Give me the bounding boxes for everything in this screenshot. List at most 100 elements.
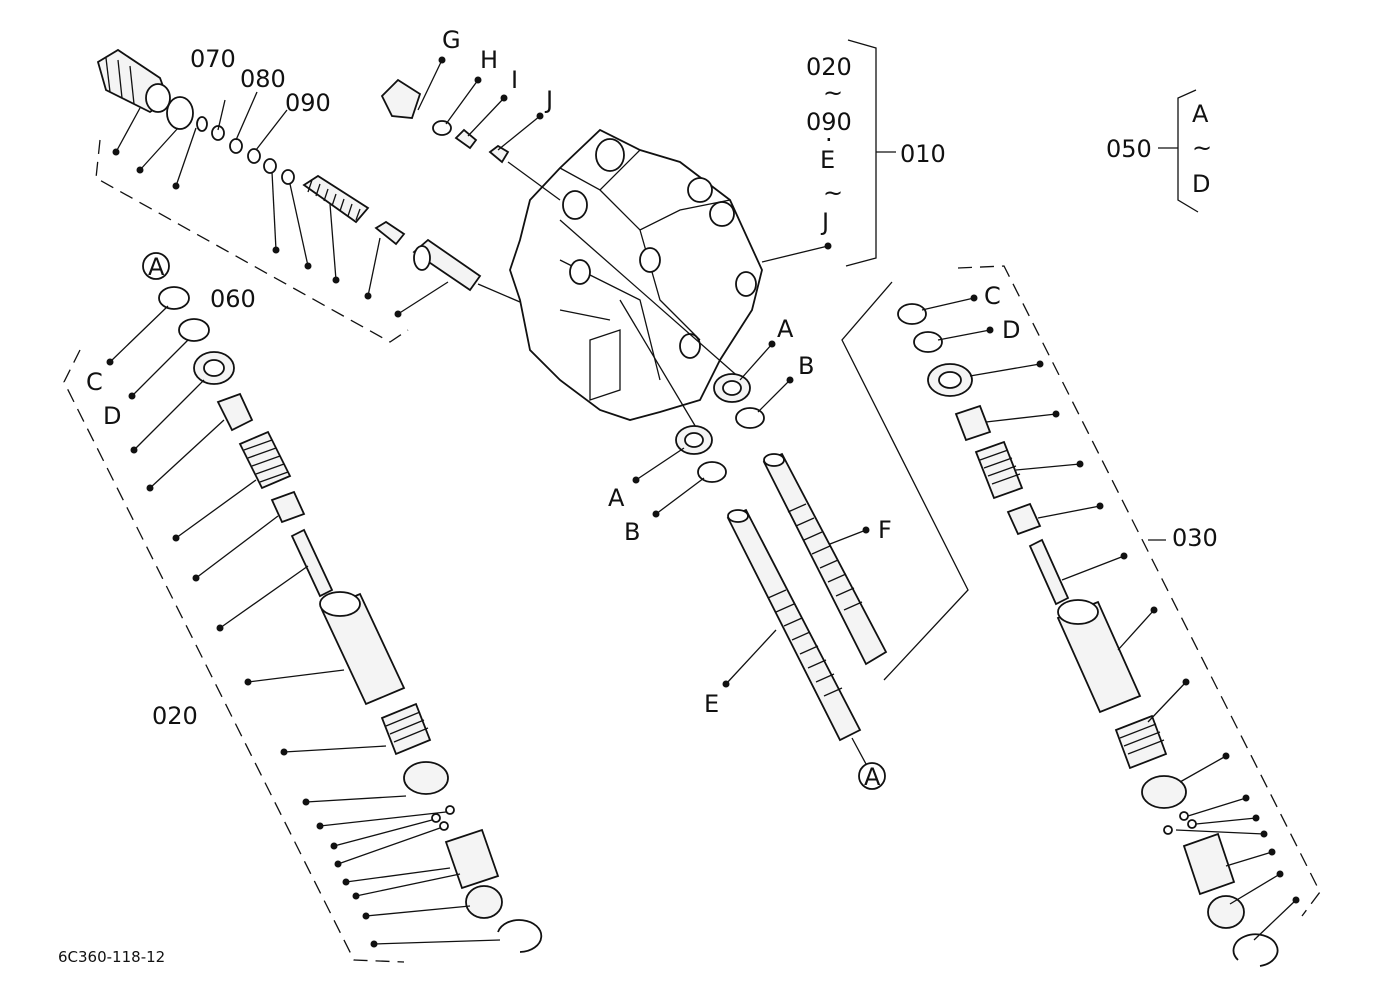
label-left-circle-a: A bbox=[148, 253, 165, 281]
label-mid-f: F bbox=[878, 516, 892, 544]
axis-line-spool-f bbox=[559, 219, 743, 381]
ring-080b bbox=[229, 138, 243, 154]
left-bushing bbox=[216, 392, 254, 432]
seat-a-upper bbox=[713, 373, 751, 403]
label-020: 020 bbox=[152, 702, 198, 730]
callout-circle-a bbox=[142, 252, 170, 280]
plug-group-g-j: G H I J bbox=[380, 26, 553, 164]
spring-i bbox=[454, 128, 478, 150]
label-right-c: C bbox=[984, 282, 1001, 310]
enclosure-spool-f bbox=[841, 281, 969, 681]
axis-line-060 bbox=[477, 283, 521, 303]
ring-090a bbox=[247, 148, 261, 164]
spool-f bbox=[762, 452, 888, 666]
ring-090c bbox=[281, 169, 295, 185]
label-070: 070 bbox=[190, 45, 236, 73]
right-poppet bbox=[1028, 538, 1070, 606]
right-backup-ring-d bbox=[913, 331, 943, 353]
left-ball-3 bbox=[439, 821, 449, 831]
right-seat bbox=[927, 363, 973, 397]
valve-assembly-020: A bbox=[63, 252, 543, 963]
ring-b-lower bbox=[697, 461, 727, 483]
backup-ring-d bbox=[178, 318, 210, 342]
left-cap bbox=[465, 885, 503, 919]
label-grp-e: E bbox=[820, 146, 835, 174]
label-mid-circle-a: A bbox=[864, 763, 881, 791]
plug-nut bbox=[96, 48, 171, 114]
right-snap-ring bbox=[1232, 933, 1279, 967]
label-050: 050 bbox=[1106, 135, 1152, 163]
right-plug bbox=[1182, 832, 1236, 896]
label-grp-dot: · bbox=[825, 126, 833, 154]
label-grp-020: 020 bbox=[806, 53, 852, 81]
relief-valve-group-060: 070 080 090 060 bbox=[95, 45, 482, 343]
left-spring-1 bbox=[238, 430, 292, 490]
left-body-sleeve bbox=[319, 591, 406, 706]
plug-g bbox=[380, 78, 422, 119]
label-080: 080 bbox=[240, 65, 286, 93]
ring-090b bbox=[263, 158, 277, 174]
right-washer bbox=[1141, 775, 1187, 809]
label-050-a: A bbox=[1192, 100, 1209, 128]
label-grp-tilde1: ~ bbox=[823, 79, 843, 107]
label-090: 090 bbox=[285, 89, 331, 117]
label-mid-b1: B bbox=[798, 352, 814, 380]
right-retainer bbox=[1006, 502, 1042, 536]
group-010: 020 ~ 090 · E ~ J 010 bbox=[761, 39, 946, 267]
o-ring-c bbox=[158, 286, 190, 310]
label-left-c: C bbox=[86, 368, 103, 396]
left-poppet bbox=[290, 528, 334, 598]
label-grp-j: J bbox=[820, 208, 829, 236]
spool-e bbox=[726, 508, 862, 742]
left-ball-2 bbox=[431, 813, 441, 823]
label-mid-a2: A bbox=[608, 484, 625, 512]
label-grp-090: 090 bbox=[806, 108, 852, 136]
left-plug bbox=[444, 828, 500, 890]
label-j: J bbox=[544, 86, 553, 114]
label-050-tilde: ~ bbox=[1192, 134, 1212, 162]
seat-a-lower bbox=[675, 425, 713, 455]
o-ring-h bbox=[432, 120, 452, 136]
label-i: I bbox=[511, 66, 518, 94]
label-h: H bbox=[480, 46, 498, 74]
label-010: 010 bbox=[900, 140, 946, 168]
left-ball-1 bbox=[445, 805, 455, 815]
label-grp-tilde2: ~ bbox=[823, 179, 843, 207]
right-bushing bbox=[954, 404, 992, 442]
group-050: 050 A ~ D bbox=[1106, 89, 1212, 213]
o-ring-large bbox=[166, 96, 194, 130]
right-cap bbox=[1207, 895, 1245, 929]
right-ball-3 bbox=[1163, 825, 1173, 835]
ring-080a bbox=[211, 125, 225, 141]
axis-line-plug bbox=[507, 161, 561, 201]
label-mid-a1: A bbox=[777, 315, 794, 343]
axis-line-spool-e bbox=[619, 299, 701, 435]
ring-070 bbox=[196, 116, 208, 132]
right-spring-1 bbox=[974, 440, 1024, 500]
label-left-d: D bbox=[103, 402, 121, 430]
right-o-ring-c bbox=[897, 303, 927, 325]
label-050-d: D bbox=[1192, 170, 1210, 198]
poppet-j bbox=[488, 144, 510, 164]
spool-assembly: A A B A B F E bbox=[608, 281, 969, 791]
poppet bbox=[374, 220, 406, 246]
label-060: 060 bbox=[210, 285, 256, 313]
label-030: 030 bbox=[1172, 524, 1218, 552]
label-right-d: D bbox=[1002, 316, 1020, 344]
enclosure-020 bbox=[63, 349, 405, 963]
relief-spring bbox=[302, 174, 370, 224]
ring-b-upper bbox=[735, 407, 765, 429]
label-g: G bbox=[442, 26, 461, 54]
left-retainer bbox=[270, 490, 306, 524]
label-mid-e: E bbox=[704, 690, 719, 718]
right-ball-1 bbox=[1179, 811, 1189, 821]
right-spring-2 bbox=[1114, 714, 1168, 770]
left-snap-ring bbox=[497, 919, 543, 953]
drawing-code: 6C360-118-12 bbox=[58, 948, 165, 966]
valve-body bbox=[509, 128, 763, 421]
enclosure-030 bbox=[957, 265, 1321, 917]
right-ball-2 bbox=[1187, 819, 1197, 829]
relief-sleeve bbox=[412, 238, 482, 292]
